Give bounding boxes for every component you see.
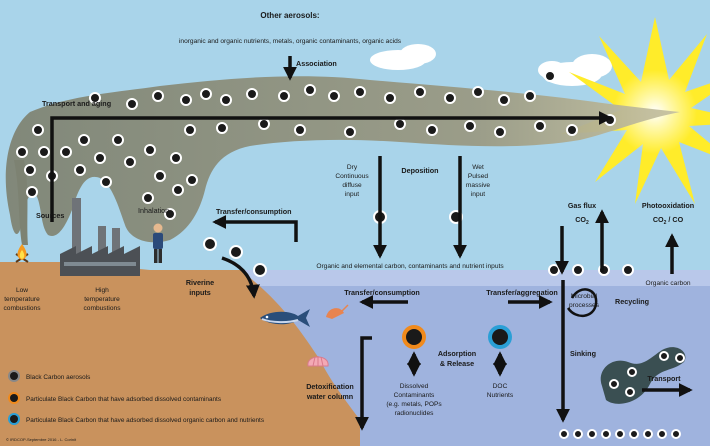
svg-text:Nutrients: Nutrients — [487, 392, 514, 399]
aggregate — [600, 347, 686, 404]
svg-text:temperature: temperature — [4, 296, 40, 303]
copyright: © IRDCOP-Septembre 2016 - L. Corinit — [6, 437, 77, 442]
label-dissolved: Dissolved Contaminants (e.g. metals, POP… — [386, 383, 442, 417]
label-doc: DOC Nutrients — [487, 383, 514, 399]
recycling-loop — [566, 288, 598, 317]
person-icon — [153, 223, 163, 263]
bottom-particles — [559, 429, 681, 439]
label-wet: Wet Pulsed massive input — [466, 164, 491, 198]
label-co2: CO2 — [575, 215, 589, 226]
svg-text:massive: massive — [466, 182, 491, 189]
svg-text:& Release: & Release — [440, 359, 474, 368]
svg-text:Black Carbon aerosols: Black Carbon aerosols — [26, 374, 90, 381]
flow-arrows — [50, 56, 693, 431]
surface-layer — [240, 270, 710, 286]
svg-text:combustions: combustions — [83, 305, 121, 312]
legend: Black Carbon aerosols Particulate Black … — [8, 370, 264, 425]
label-organic-carbon: Organic carbon — [645, 280, 690, 287]
svg-text:Contaminants: Contaminants — [394, 392, 435, 399]
label-co2-co: CO2 / CO — [653, 215, 684, 226]
bidirectional-arrows — [407, 351, 507, 377]
label-transfer-consumption-top: Transfer/consumption — [216, 207, 291, 216]
label-recycling: Recycling — [615, 297, 649, 306]
label-detox: Detoxification water column — [306, 382, 354, 401]
svg-text:Microbial: Microbial — [571, 293, 598, 300]
label-adsorption: Adsorption & Release — [438, 349, 476, 368]
svg-text:Low: Low — [16, 287, 28, 294]
svg-text:processes: processes — [569, 302, 600, 309]
svg-text:Riverine: Riverine — [186, 278, 214, 287]
svg-text:Detoxification: Detoxification — [306, 382, 354, 391]
label-high-temp: High temperature combustions — [83, 287, 121, 312]
label-association: Association — [296, 59, 337, 68]
legend-item-black-carbon: Black Carbon aerosols — [8, 370, 90, 382]
label-riverine: Riverine inputs — [186, 278, 214, 297]
header-title: Other aerosols: — [260, 11, 319, 20]
label-gas-flux: Gas flux — [568, 201, 596, 210]
label-inhalation: Inhalation — [138, 206, 169, 215]
contaminant-particle — [402, 325, 426, 349]
smoke-column-left — [14, 160, 28, 245]
label-transfer-consumption-water: Transfer/consumption — [344, 288, 419, 297]
label-sinking: Sinking — [570, 349, 596, 358]
legend-item-contaminants: Particulate Black Carbon that have adsor… — [8, 392, 221, 404]
svg-text:Adsorption: Adsorption — [438, 349, 476, 358]
svg-text:input: input — [471, 191, 485, 198]
label-photooxidation: Photooxidation — [642, 201, 694, 210]
shrimp-icon — [326, 304, 349, 319]
fish-icon — [260, 309, 310, 327]
svg-text:(e.g. metals, POPs: (e.g. metals, POPs — [386, 401, 442, 408]
svg-text:input: input — [345, 191, 359, 198]
header-subtitle: inorganic and organic nutrients, metals,… — [179, 38, 402, 45]
label-dry: Dry Continuous diffuse input — [335, 164, 369, 198]
svg-text:inputs: inputs — [189, 288, 211, 297]
campfire-icon — [15, 244, 29, 263]
label-transport: Transport — [647, 374, 681, 383]
label-low-temp: Low temperature combustions — [3, 287, 41, 312]
label-sources: Sources — [36, 211, 64, 220]
factory-icon — [60, 198, 140, 276]
legend-item-nutrients: Particulate Black Carbon that have adsor… — [8, 413, 264, 425]
label-transport-aging: Transport and aging — [42, 99, 111, 108]
svg-text:DOC: DOC — [493, 383, 508, 390]
svg-text:Dry: Dry — [347, 164, 358, 171]
svg-text:combustions: combustions — [3, 305, 41, 312]
svg-text:Continuous: Continuous — [335, 173, 369, 180]
svg-text:Particulate Black Carbon that: Particulate Black Carbon that have adsor… — [26, 396, 221, 403]
plume-particles — [16, 70, 616, 220]
soil — [0, 262, 360, 446]
svg-text:temperature: temperature — [84, 296, 120, 303]
label-transfer-aggregation: Transfer/aggregation — [486, 288, 558, 297]
svg-text:diffuse: diffuse — [342, 182, 362, 189]
svg-text:radionuclides: radionuclides — [395, 410, 435, 417]
shell-icon — [307, 356, 329, 367]
svg-text:Particulate Black Carbon that: Particulate Black Carbon that have adsor… — [26, 417, 264, 424]
label-surface-inputs: Organic and elemental carbon, contaminan… — [316, 263, 504, 270]
svg-text:Wet: Wet — [472, 164, 484, 171]
label-deposition: Deposition — [401, 166, 438, 175]
svg-text:Dissolved: Dissolved — [400, 383, 429, 390]
nutrient-particle — [488, 325, 512, 349]
svg-text:water column: water column — [306, 392, 353, 401]
label-microbial: Microbial processes — [569, 293, 600, 309]
svg-text:High: High — [95, 287, 109, 294]
svg-text:Pulsed: Pulsed — [468, 173, 488, 180]
